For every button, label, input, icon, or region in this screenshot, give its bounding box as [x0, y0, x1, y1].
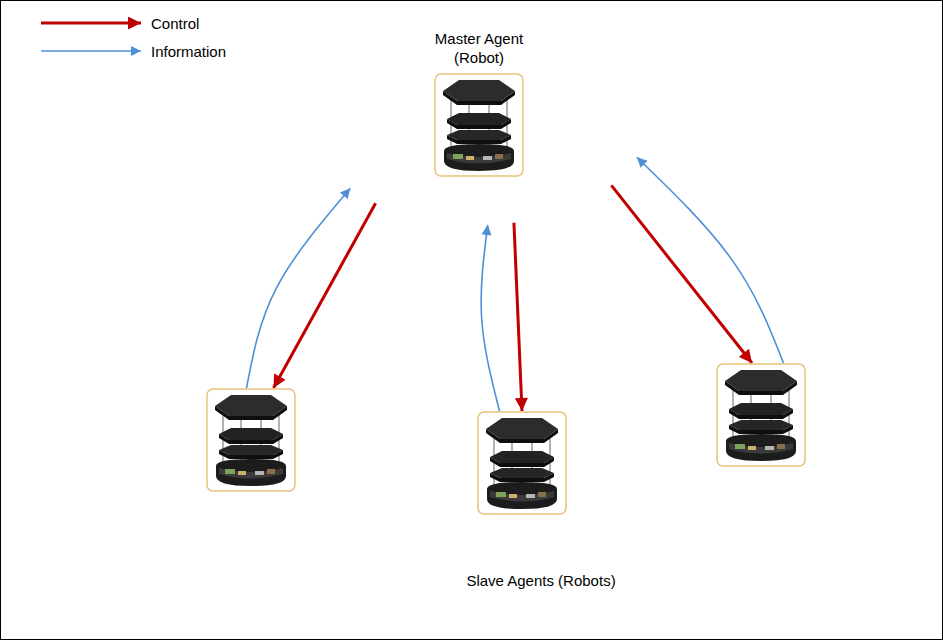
picture-frame — [478, 412, 566, 514]
picture-frame — [207, 389, 295, 491]
legend-arrow-sample — [39, 41, 143, 61]
robot-picture — [206, 388, 296, 492]
robot-drawing — [215, 395, 287, 486]
information-arrow — [247, 188, 351, 388]
robot-picture — [477, 411, 567, 515]
legend-arrow-sample — [39, 13, 143, 33]
legend-arrow-line — [41, 50, 141, 52]
information-arrow — [637, 157, 784, 363]
node-label: Master Agent (Robot) — [419, 29, 539, 67]
robot-drawing — [725, 370, 797, 461]
control-arrow — [514, 223, 522, 411]
robot-drawing — [486, 418, 558, 509]
control-arrow — [611, 185, 752, 363]
rounded-region-outline — [122, 322, 905, 625]
legend-entry: Information — [39, 40, 226, 62]
node-label: Slave Agents (Robots) — [391, 571, 691, 590]
slave-region: Slave Agents (Robots) — [121, 321, 906, 626]
master-ellipse: Master Agent (Robot) — [311, 19, 647, 225]
information-arrow — [481, 225, 499, 411]
legend-arrow-line — [41, 22, 141, 25]
ellipse-outline — [312, 20, 646, 224]
node-text-holder: Master Agent (Robot) — [419, 29, 539, 67]
node-text-holder: Slave Agents (Robots) — [391, 571, 691, 590]
picture-frame — [717, 364, 805, 466]
legend-entry: Control — [39, 12, 199, 34]
robot-picture — [716, 363, 806, 467]
legend-label: Information — [151, 43, 226, 60]
picture-frame — [435, 74, 523, 176]
control-arrow — [274, 203, 376, 388]
legend-label: Control — [151, 15, 199, 32]
robot-picture — [434, 73, 524, 177]
robot-drawing — [443, 80, 515, 171]
